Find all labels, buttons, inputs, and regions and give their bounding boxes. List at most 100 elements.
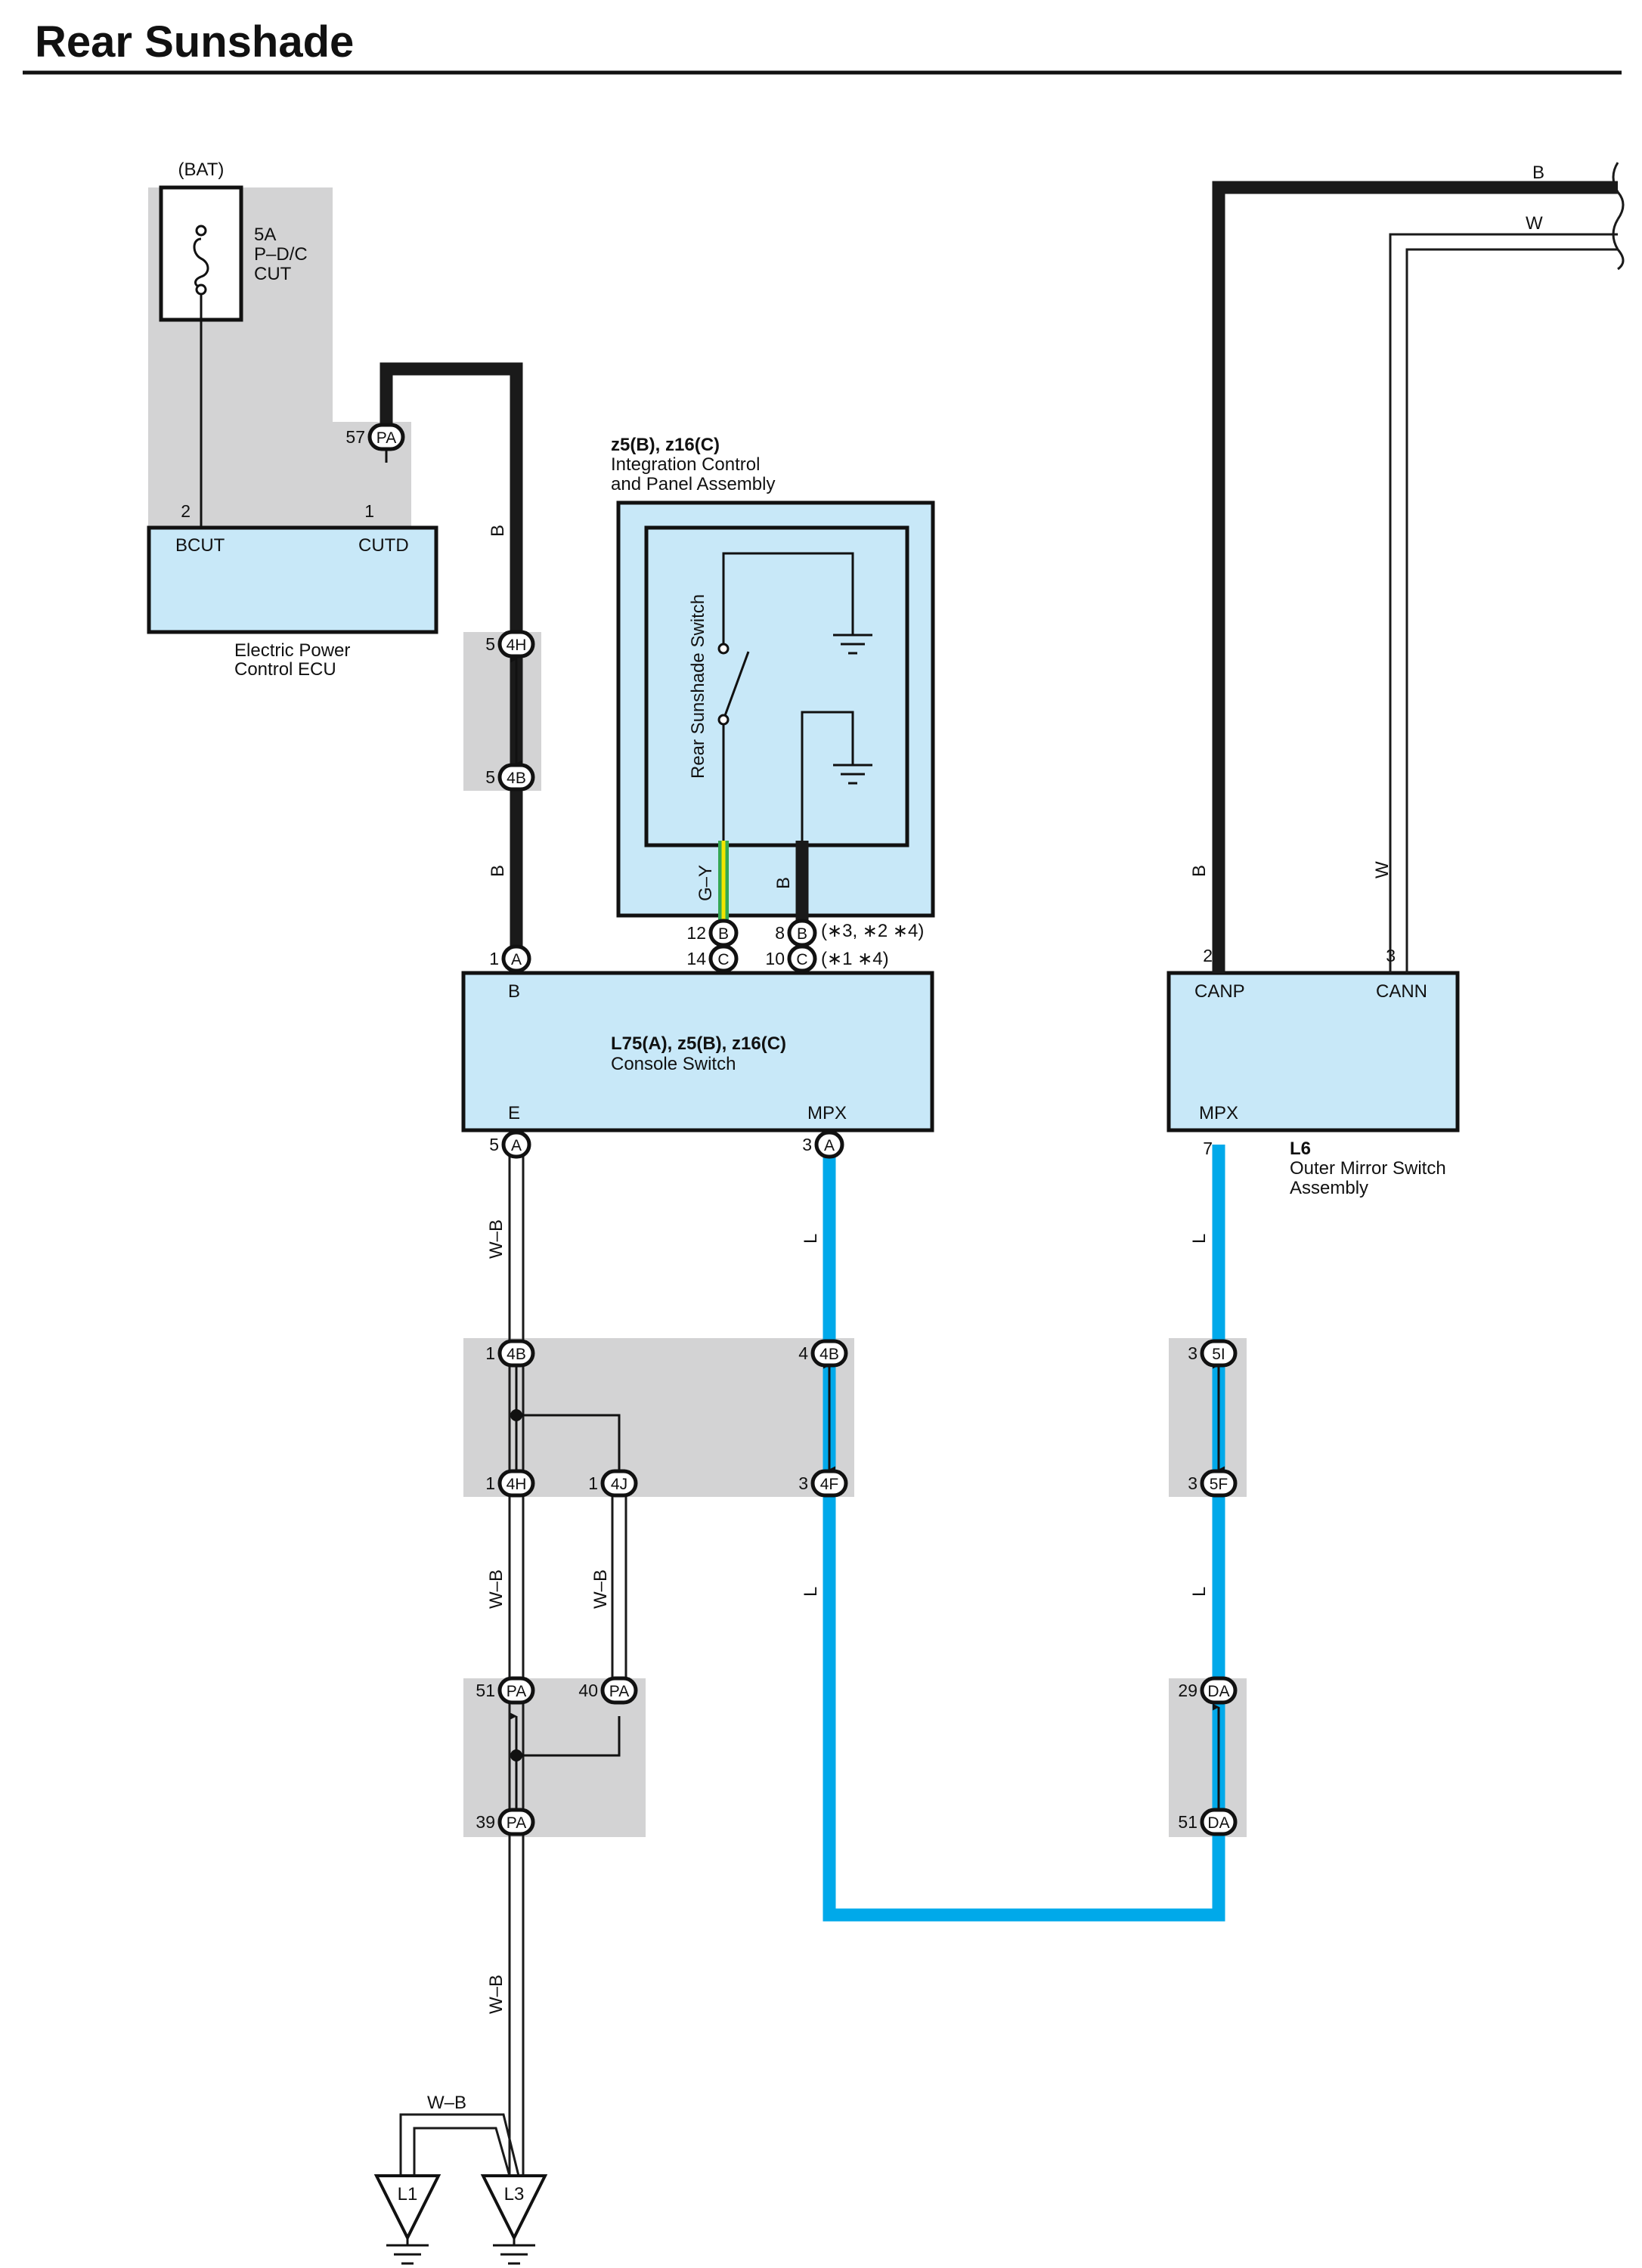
connector-oval	[1200, 1676, 1238, 1705]
labels: (BAT) 5A P–D/C CUT 2 1 BCUT CUTD Electri…	[175, 160, 1544, 2113]
ground-l1-label: L1	[398, 2184, 418, 2204]
connector-id: 5F	[1210, 1476, 1228, 1493]
connector-pin: 40	[578, 1681, 598, 1700]
connector-id: PA	[609, 1683, 629, 1700]
ecu-name-1: Electric Power	[234, 640, 350, 661]
connector-oval	[497, 1676, 535, 1705]
ecu-pin-bcut: 2	[181, 501, 191, 521]
connector-oval	[810, 1339, 848, 1368]
switch-name: Rear Sunshade Switch	[688, 594, 708, 779]
connector-id: 5I	[1212, 1346, 1225, 1363]
connector-oval	[367, 423, 405, 451]
connector-c14: C 14	[686, 944, 739, 973]
fuse-rating: 5A	[254, 225, 276, 245]
connector-id: 4H	[507, 637, 527, 654]
connector-pin: 3	[1188, 1473, 1197, 1493]
wire-label-w-top: W	[1526, 213, 1543, 234]
connector-pin: 14	[686, 949, 706, 968]
wire-label-l: L	[1189, 1587, 1210, 1597]
mirror-terminal-canp: CANP	[1194, 981, 1245, 1002]
rear-sunshade-switch-box	[644, 525, 909, 847]
fuse-supply-label: (BAT)	[178, 160, 225, 180]
connector-oval	[1200, 1469, 1238, 1498]
connector-oval	[497, 1339, 535, 1368]
wire-label-wb: W–B	[427, 2093, 466, 2113]
connector-oval	[708, 944, 739, 973]
console-code: L75(A), z5(B), z16(C)	[611, 1033, 786, 1054]
wire-label-wb: W–B	[486, 1569, 507, 1609]
switch-contact-pivot	[717, 714, 730, 726]
connector-id: 4F	[820, 1476, 839, 1493]
connector-oval	[814, 1130, 844, 1159]
connector-pin: 1	[489, 949, 499, 968]
connector-id: A	[511, 951, 522, 968]
connector-oval	[497, 1808, 535, 1836]
integration-name-1: Integration Control	[611, 454, 760, 475]
connector-pin: 1	[485, 1343, 495, 1363]
connector-id: DA	[1207, 1683, 1229, 1700]
connector-pin: 10	[765, 949, 785, 968]
connector-id: 4H	[507, 1476, 527, 1493]
connector-oval	[497, 1469, 535, 1498]
connector-id: B	[718, 925, 729, 943]
connector-id: B	[797, 925, 807, 943]
connector-pin: 3	[1188, 1343, 1197, 1363]
wire-w	[1389, 233, 1618, 973]
splice-dot	[510, 1409, 522, 1421]
connector-id: C	[717, 951, 729, 968]
wire-label-l: L	[801, 1234, 821, 1244]
console-name: Console Switch	[611, 1054, 736, 1074]
connector-id: 4B	[507, 1346, 526, 1363]
mirror-terminal-cann: CANN	[1376, 981, 1427, 1002]
ecu-box	[147, 525, 438, 634]
wire-label-w: W	[1372, 861, 1393, 878]
connector-a1: A1	[489, 944, 531, 973]
console-terminal-mpx: MPX	[807, 1103, 847, 1123]
ground-bars	[386, 2238, 535, 2265]
wire-label-b: B	[488, 865, 508, 877]
connector-b8: B8	[775, 919, 817, 947]
integration-code: z5(B), z16(C)	[611, 435, 720, 455]
note-2: (∗1 ∗4)	[821, 949, 889, 969]
connector-oval	[1200, 1339, 1238, 1368]
connector-oval	[501, 944, 531, 973]
wire-label-b: B	[1189, 865, 1210, 877]
connector-pin: 12	[686, 923, 706, 943]
ecu-name-2: Control ECU	[234, 659, 336, 680]
connector-id: 4B	[507, 770, 526, 787]
connector-oval	[497, 630, 535, 658]
wire-label-wb: W–B	[590, 1569, 611, 1609]
wire-label-l: L	[1189, 1234, 1210, 1244]
connector-h4b: 4H 1	[485, 1469, 535, 1498]
ecu-terminal-bcut: BCUT	[175, 535, 225, 556]
note-1: (∗3, ∗2 ∗4)	[821, 921, 924, 941]
connector-pin: 5	[489, 1135, 499, 1154]
mirror-terminal-mpx: MPX	[1199, 1103, 1238, 1123]
connector-a5: A5	[489, 1130, 531, 1159]
connector-b4a: 4B5	[485, 763, 535, 792]
wire-label-wb: W–B	[486, 1975, 507, 2014]
wire-label-gy: G–Y	[696, 865, 716, 901]
connector-pin: 3	[798, 1473, 808, 1493]
splice-dot	[510, 1749, 522, 1761]
connector-oval	[600, 1676, 638, 1705]
connector-f5: 5F 3	[1188, 1469, 1238, 1498]
connector-oval	[600, 1469, 638, 1498]
connector-oval	[501, 1130, 531, 1159]
connector-pin: 5	[485, 634, 495, 654]
connector-oval	[810, 1469, 848, 1498]
wire-label-b: B	[773, 877, 794, 889]
outer-mirror-switch-box	[1166, 971, 1460, 1132]
connector-i5: 5I 3	[1188, 1339, 1238, 1368]
wires	[380, 162, 1625, 2177]
connector-oval	[497, 763, 535, 792]
connector-pin: 51	[1178, 1812, 1197, 1832]
cut-mark	[1612, 162, 1625, 220]
mirror-code: L6	[1290, 1139, 1311, 1159]
ecu-pin-cutd: 1	[364, 501, 374, 521]
connector-pin: 1	[485, 1473, 495, 1493]
